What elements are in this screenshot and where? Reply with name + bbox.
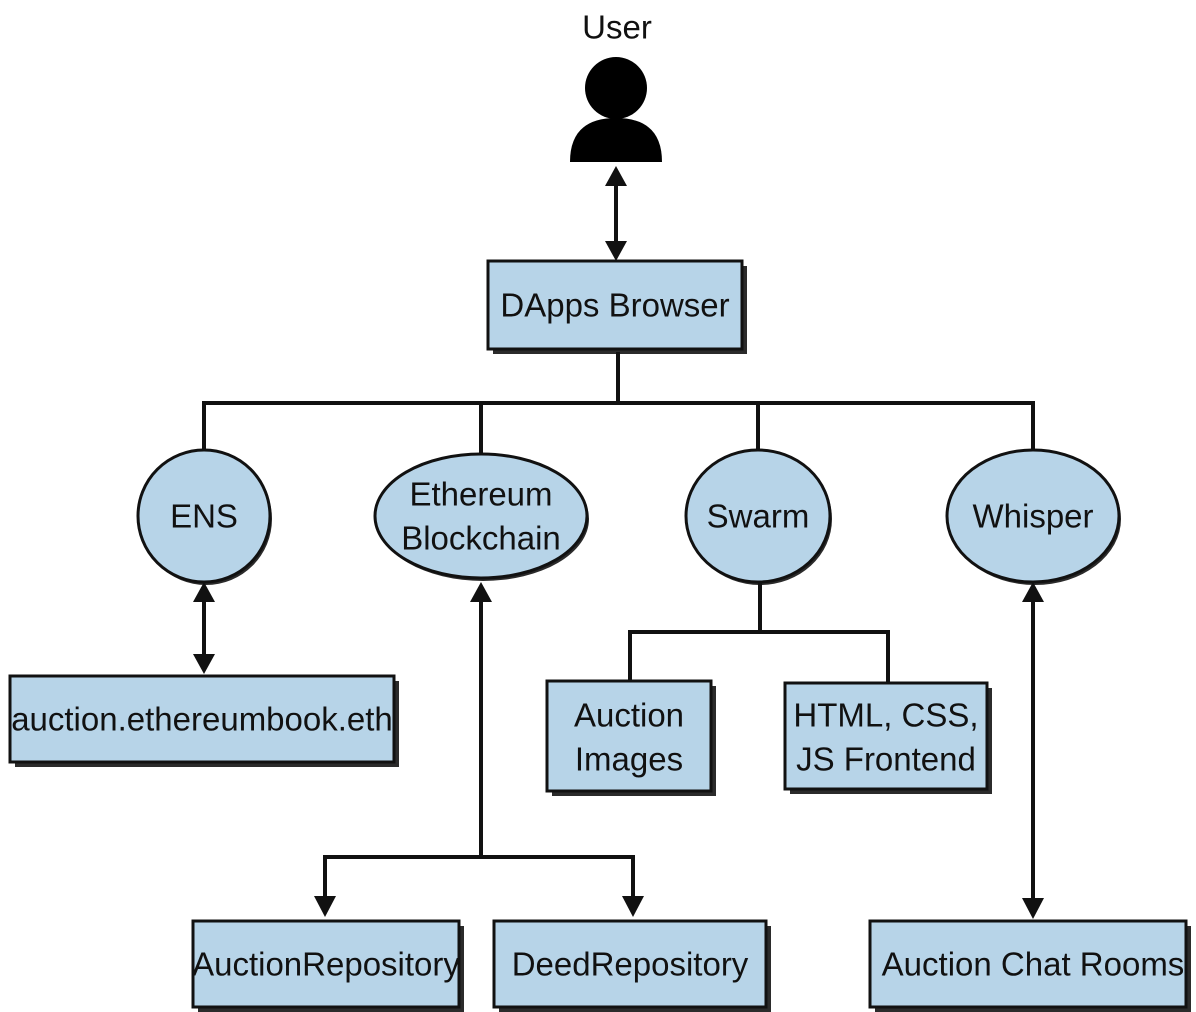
browser-services-connector [202,352,1035,456]
user-icon [570,57,662,162]
swarm-children-connector [628,582,890,684]
ens-domain-connector [193,582,215,674]
user-label: User [582,9,652,46]
chat-rooms-node: Auction Chat Rooms [868,919,1191,1012]
frontend-line1: HTML, CSS, [793,697,978,734]
auction-images-line1: Auction [574,697,684,734]
ethereum-blockchain-node: Ethereum Blockchain [373,452,589,581]
deed-repository-node: DeedRepository [492,919,771,1012]
dapps-browser-label: DApps Browser [500,287,729,324]
swarm-node: Swarm [684,448,832,585]
frontend-node: HTML, CSS, JS Frontend [783,681,992,794]
ethereum-label-line2: Blockchain [401,520,561,557]
whisper-node: Whisper [945,448,1121,585]
auction-repository-label: AuctionRepository [192,946,460,983]
auction-images-node: Auction Images [545,679,716,796]
ens-label: ENS [170,498,238,535]
whisper-chat-connector [1022,582,1044,919]
frontend-line2: JS Frontend [796,741,976,778]
ens-domain-label: auction.ethereumbook.eth [11,701,393,738]
ethereum-label-line1: Ethereum [409,476,552,513]
whisper-label: Whisper [972,498,1093,535]
dapps-browser-node: DApps Browser [486,259,747,354]
auction-repository-node: AuctionRepository [191,919,464,1012]
auction-images-line2: Images [575,741,683,778]
ens-domain-node: auction.ethereumbook.eth [8,674,399,767]
ens-node: ENS [136,448,272,585]
deed-repository-label: DeedRepository [512,946,749,983]
swarm-label: Swarm [707,498,810,535]
ethereum-repositories-connector [314,582,644,917]
chat-rooms-label: Auction Chat Rooms [882,946,1185,983]
user-browser-connector [605,166,627,261]
